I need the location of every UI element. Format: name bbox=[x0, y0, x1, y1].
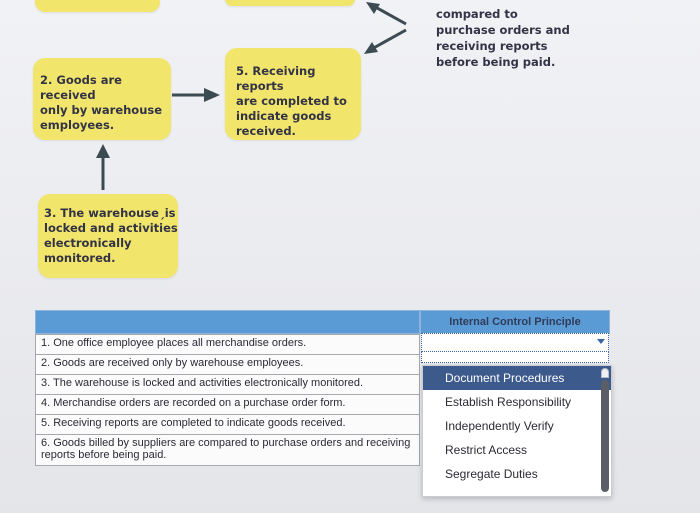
dropdown-scrollbar[interactable] bbox=[601, 380, 609, 492]
dropdown-option-segregate-duties[interactable]: Segregate Duties bbox=[445, 467, 538, 481]
table-row: 4. Merchandise orders are recorded on a … bbox=[35, 395, 420, 415]
flow-card-top-partial bbox=[35, 0, 160, 12]
table-row: 3. The warehouse is locked and activitie… bbox=[35, 375, 420, 395]
dropdown-option-document-procedures[interactable]: Document Procedures bbox=[423, 366, 611, 390]
flow-card-receiving-reports: 5. Receiving reports are completed to in… bbox=[225, 48, 361, 140]
table-row: 1. One office employee places all mercha… bbox=[35, 334, 420, 355]
principle-select-row-2[interactable] bbox=[421, 352, 609, 363]
flow-card-warehouse-locked: 3. The warehouseˏis locked and activitie… bbox=[38, 194, 178, 278]
principle-column-header: Internal Control Principle bbox=[420, 310, 610, 334]
up-arrow-icon bbox=[96, 144, 110, 190]
table-row: 6. Goods billed by suppliers are compare… bbox=[35, 435, 420, 466]
flow-card-top-partial-2 bbox=[225, 0, 355, 6]
flow-note-compared: compared to purchase orders and receivin… bbox=[436, 7, 570, 69]
table-row: 5. Receiving reports are completed to in… bbox=[35, 415, 420, 435]
table-row: 2. Goods are received only by warehouse … bbox=[35, 355, 420, 375]
principle-dropdown-menu: Document Procedures Establish Responsibi… bbox=[422, 365, 612, 497]
dropdown-option-independently-verify[interactable]: Independently Verify bbox=[445, 419, 554, 433]
scrollbar-cap bbox=[601, 368, 609, 378]
flow-card-goods-received-text: 2. Goods are received only by warehouse … bbox=[40, 73, 163, 132]
principle-select[interactable] bbox=[421, 333, 609, 352]
double-arrow-icon bbox=[364, 2, 407, 54]
right-arrow-icon bbox=[172, 88, 220, 102]
chevron-down-icon[interactable] bbox=[597, 339, 605, 344]
table-header bbox=[35, 310, 420, 334]
flow-card-receiving-reports-text: 5. Receiving reports are completed to in… bbox=[236, 64, 347, 138]
internal-control-table: 1. One office employee places all mercha… bbox=[35, 310, 420, 466]
dropdown-option-establish-responsibility[interactable]: Establish Responsibility bbox=[445, 395, 572, 409]
flow-card-warehouse-locked-text: 3. The warehouseˏis locked and activitie… bbox=[44, 206, 178, 265]
flow-card-goods-received: 2. Goods are received only by warehouse … bbox=[33, 58, 171, 140]
dropdown-option-restrict-access[interactable]: Restrict Access bbox=[445, 443, 528, 457]
